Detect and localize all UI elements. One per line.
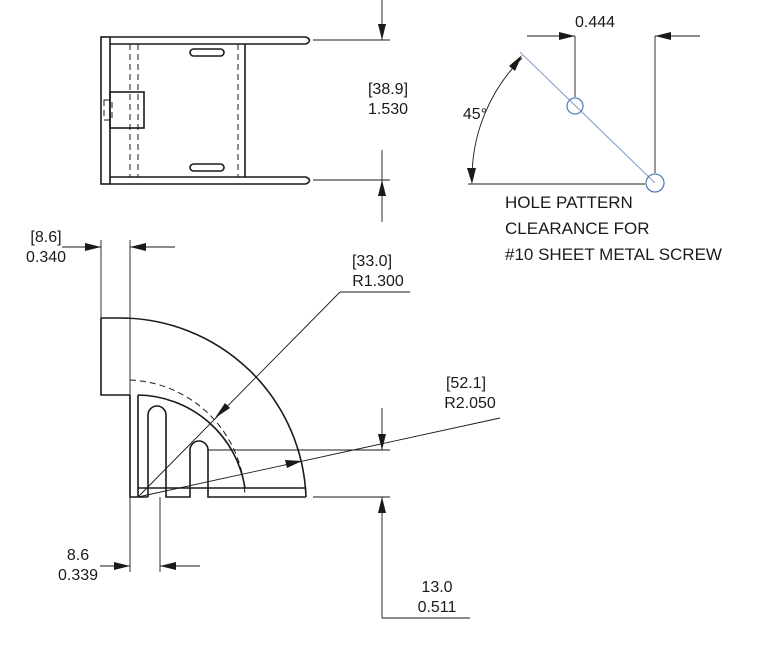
arrowhead (285, 460, 302, 468)
top-view-bottom-tip (305, 176, 311, 185)
leader-line (137, 417, 501, 498)
dim-slot-mm: 8.6 (67, 547, 89, 564)
dim-height-mm: 13.0 (421, 579, 452, 596)
angle-arc (471, 57, 523, 179)
arrowhead (509, 55, 522, 71)
hole-note-line-3: #10 SHEET METAL SCREW (505, 245, 722, 264)
dim-slot: 0.339 (58, 567, 98, 584)
top-view: [38.9] 1.530 (100, 0, 408, 222)
dim-outer-radius-bracket: [52.1] (446, 375, 486, 392)
top-view-top-tip (305, 36, 311, 45)
top-view-tab-hidden (103, 99, 113, 121)
dim-angle: 45° (463, 106, 487, 123)
side-view-profile (129, 395, 148, 498)
arrowhead (85, 243, 101, 251)
arrowhead (378, 24, 386, 40)
side-view-hidden-arc (129, 379, 246, 498)
side-view: [8.6] 0.340 [33.0] R1.300 [52.1] R2.050 … (26, 229, 501, 619)
arrowhead (378, 434, 386, 450)
arrowhead (467, 168, 476, 184)
arrowhead (160, 562, 176, 570)
hole-pattern-line (519, 51, 656, 184)
side-view-left-edge (100, 318, 130, 396)
arrowhead (559, 32, 575, 40)
arrowhead (378, 497, 386, 513)
top-view-slot-bottom (189, 163, 225, 172)
dim-inner-radius: R1.300 (352, 273, 404, 290)
side-view-inner-arc (137, 394, 246, 489)
top-view-slot-top (189, 48, 225, 57)
hole-note-line-2: CLEARANCE FOR (505, 219, 650, 238)
dim-offset: 0.444 (575, 14, 615, 31)
arrowhead (215, 403, 230, 418)
hole-pattern-view: 0.444 45° HOLE PATTERN CLEARANCE FOR #10… (463, 14, 722, 264)
arrowhead (655, 32, 671, 40)
arrowhead (378, 180, 386, 196)
top-view-left-flange (100, 36, 111, 185)
arrowhead (130, 243, 146, 251)
top-view-tab (109, 91, 145, 129)
hole-upper (566, 97, 584, 115)
dim-thickness-bracket: [8.6] (30, 229, 61, 246)
side-view-outer-arc (101, 317, 307, 498)
dim-height: 0.511 (418, 599, 457, 616)
dim-width-bracket: [38.9] (368, 81, 408, 98)
dim-inner-radius-bracket: [33.0] (352, 253, 392, 270)
hole-note-line-1: HOLE PATTERN (505, 193, 633, 212)
arrowhead (114, 562, 130, 570)
hole-lower (645, 173, 665, 193)
dim-width: 1.530 (368, 101, 408, 118)
dim-outer-radius: R2.050 (444, 395, 496, 412)
dim-thickness: 0.340 (26, 249, 66, 266)
side-view-slots (147, 405, 306, 498)
leader-line (137, 291, 341, 498)
